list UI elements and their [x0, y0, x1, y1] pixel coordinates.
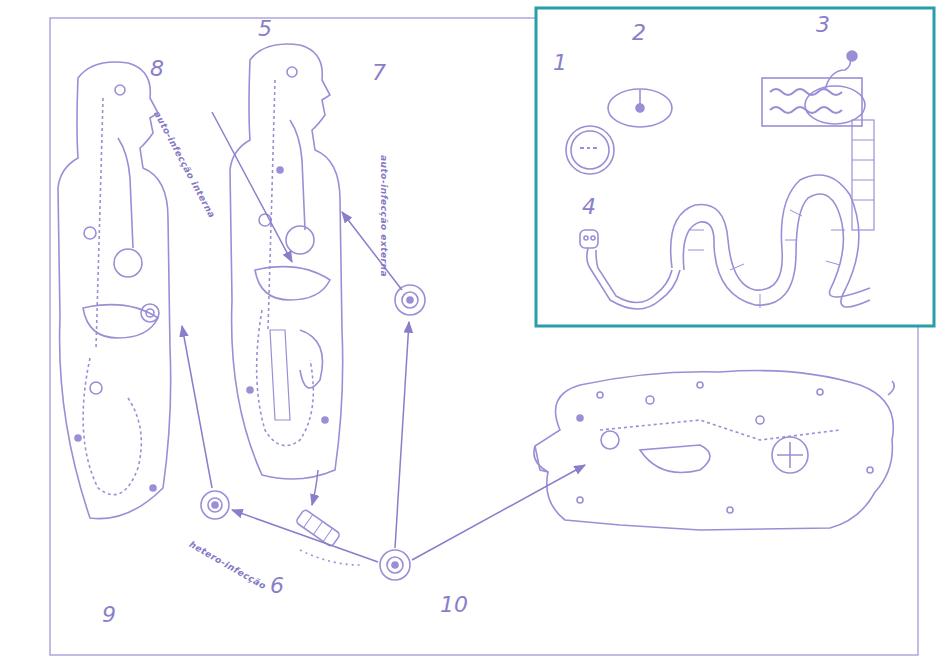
- egg-and-cysts: [141, 285, 425, 580]
- callout-number: 10: [440, 594, 468, 616]
- callout-number: 9: [102, 604, 116, 626]
- annotation-text: auto-infecção externa: [379, 155, 388, 277]
- frame: [50, 18, 918, 655]
- human-figure: [230, 44, 343, 479]
- callout-number: 3: [816, 14, 830, 36]
- callout-number: 8: [150, 58, 164, 80]
- annotation-text: auto-infecção interna: [152, 110, 216, 220]
- annotation-text: hetero-infecção: [188, 540, 268, 591]
- callout-number: 1: [553, 52, 567, 74]
- human-figure: [58, 62, 171, 519]
- parasite-stages: [566, 51, 874, 309]
- pig-figure: [534, 371, 894, 530]
- callout-number: 6: [270, 575, 284, 597]
- callout-number: 4: [582, 196, 596, 218]
- callout-number: 7: [372, 62, 386, 84]
- inset-frame: [536, 8, 934, 326]
- cycle-arrows: [182, 112, 585, 562]
- callout-number: 2: [632, 22, 646, 44]
- callout-number: 5: [258, 18, 272, 40]
